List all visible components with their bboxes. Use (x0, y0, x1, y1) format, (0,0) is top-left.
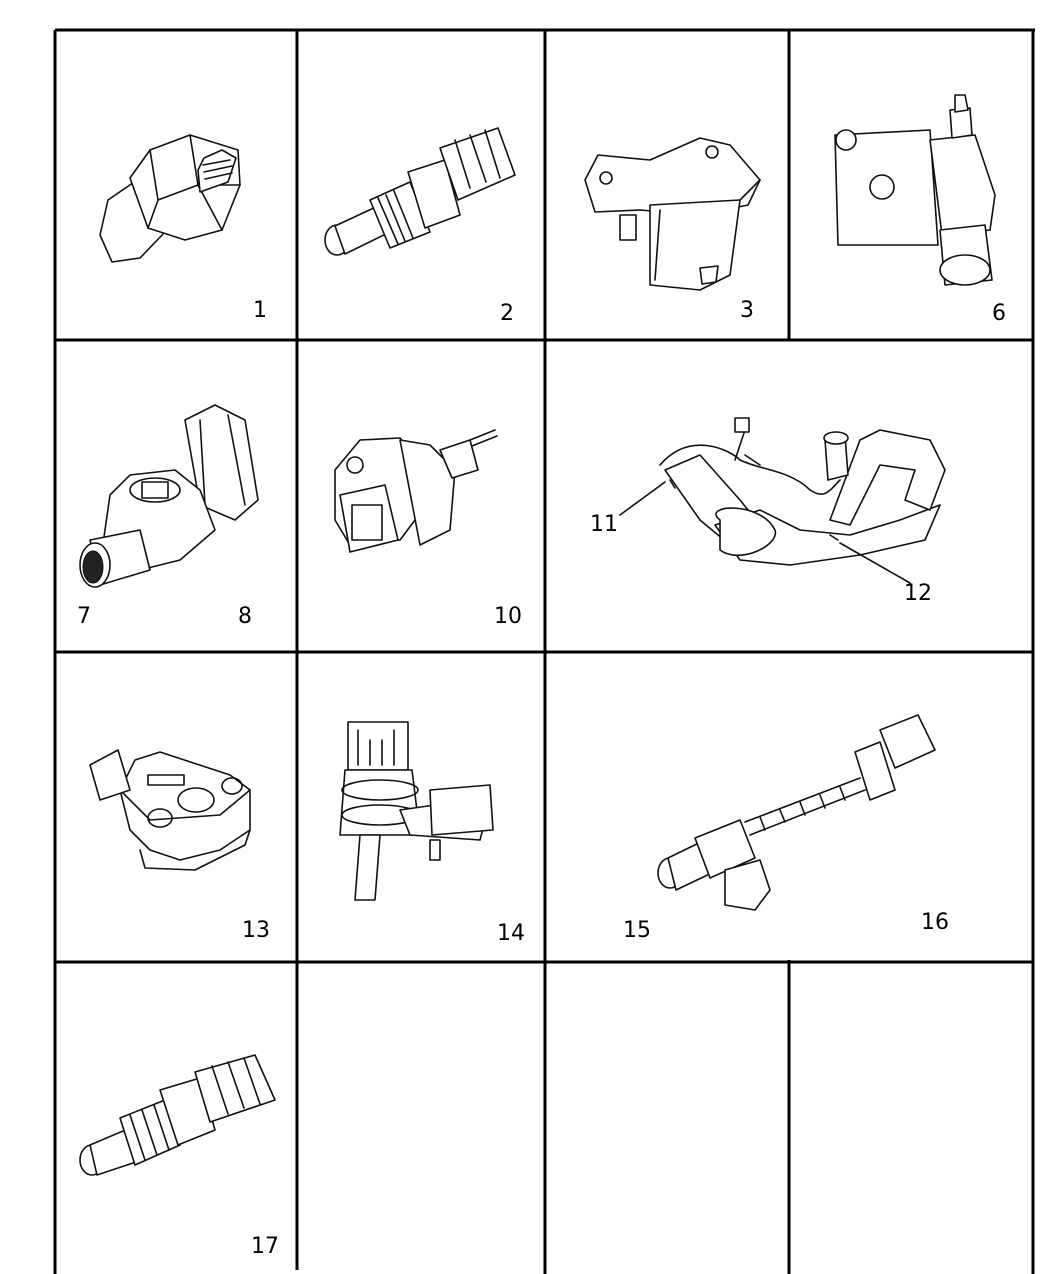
part-11-12-oxygen-sensors (619, 417, 946, 584)
item-number-13: 13 (242, 918, 270, 943)
item-number-11: 11 (590, 512, 618, 537)
part-15-16-sensor-harness (657, 714, 936, 911)
item-number-2: 2 (500, 301, 514, 326)
item-number-3: 3 (740, 298, 754, 323)
part-3-map-sensor (584, 137, 761, 291)
item-number-10: 10 (494, 604, 522, 629)
part-7-8-cam-sensor (79, 404, 259, 588)
item-number-15: 15 (623, 918, 651, 943)
part-1-pressure-switch (99, 134, 241, 263)
part-17-temperature-sensor (79, 1054, 276, 1176)
item-number-6: 6 (992, 301, 1006, 326)
item-number-8: 8 (238, 604, 252, 629)
part-2-temperature-sensor (324, 127, 516, 256)
item-number-7: 7 (77, 604, 91, 629)
item-number-16: 16 (921, 910, 949, 935)
grid-lines (53, 28, 1035, 1274)
part-13-throttle-position-sensor (89, 749, 251, 871)
item-number-1: 1 (253, 298, 267, 323)
item-number-14: 14 (497, 921, 525, 946)
part-6-sensor-bracket (834, 94, 996, 286)
part-14-crank-sensor (339, 721, 494, 901)
item-number-12: 12 (904, 581, 932, 606)
item-number-17: 17 (251, 1234, 279, 1259)
part-10-speed-sensor (334, 429, 498, 553)
